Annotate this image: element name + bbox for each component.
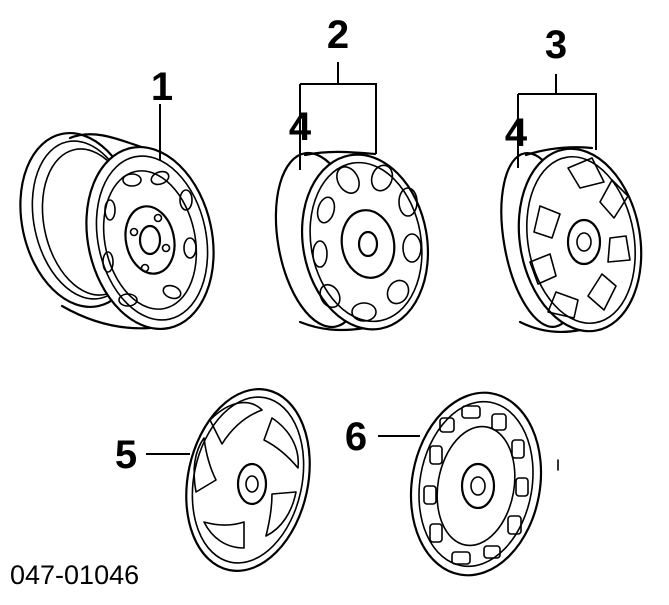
wheel-cover-5-drawing — [185, 388, 311, 572]
callout-2: 2 — [327, 13, 349, 57]
part-number-label: 047-01046 — [10, 560, 139, 590]
wheel-cover-6-drawing — [409, 391, 543, 577]
leader-bracket-3 — [517, 74, 597, 168]
callout-6: 6 — [345, 415, 367, 459]
callout-1: 1 — [151, 65, 173, 109]
wheel-with-cover-2-drawing — [274, 150, 430, 332]
callout-3: 3 — [545, 23, 567, 67]
steel-wheel-drawing — [19, 131, 215, 331]
wheel-with-cover-3-drawing — [500, 146, 643, 333]
callout-4-part2: 4 — [289, 105, 312, 149]
callout-4-part3: 4 — [505, 111, 528, 155]
callout-5: 5 — [115, 433, 137, 477]
leader-bracket-2 — [299, 62, 377, 170]
